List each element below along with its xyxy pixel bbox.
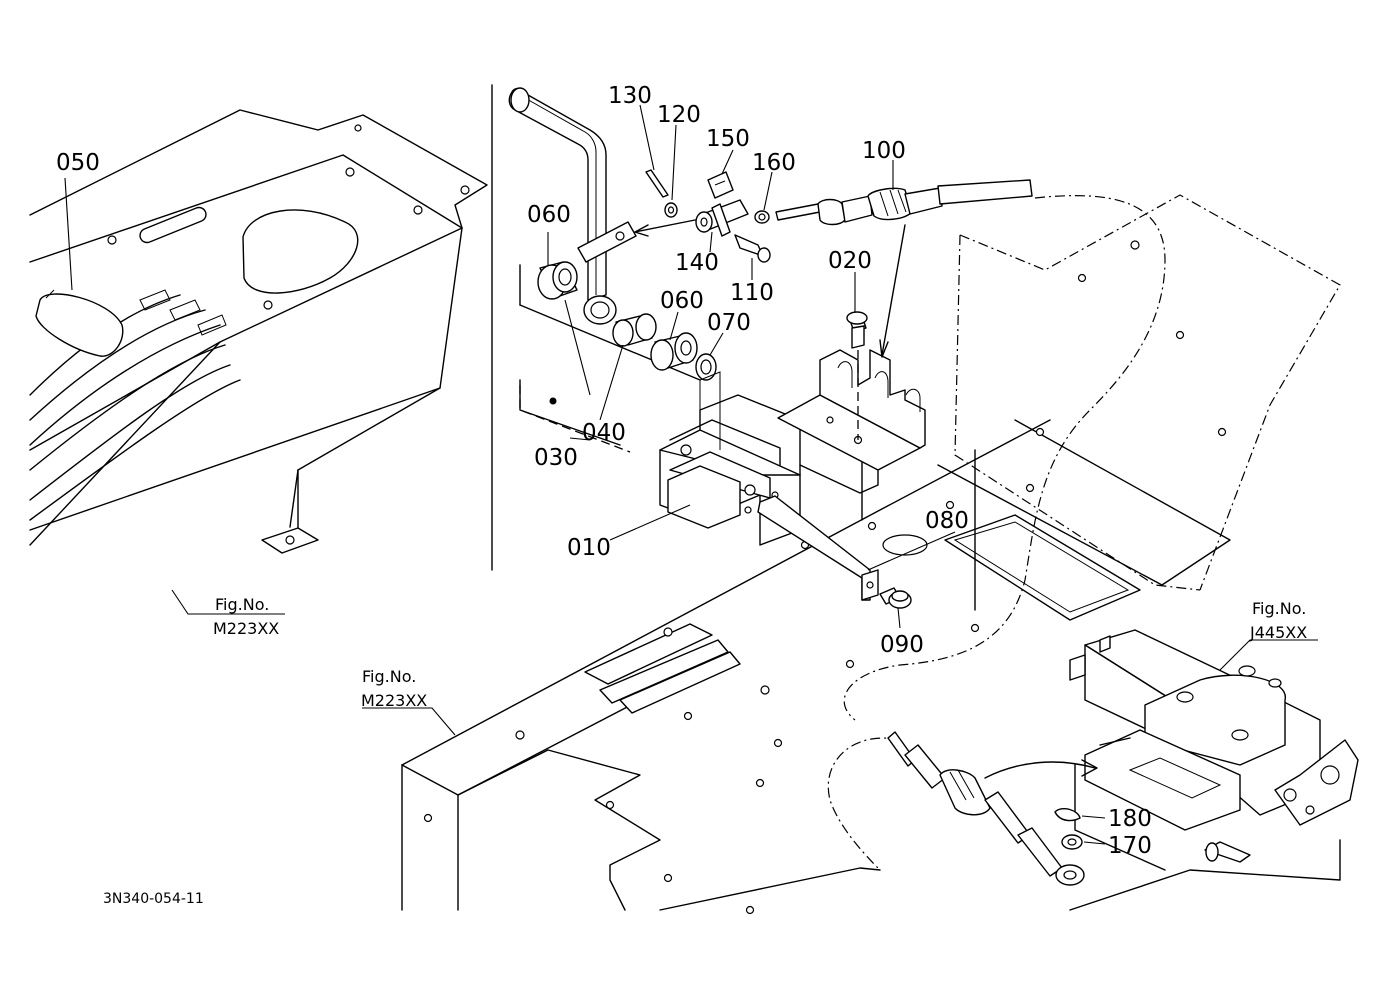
right-mount-plate <box>882 194 1341 621</box>
fig-ref-left-line1: Fig.No. <box>215 595 269 614</box>
label-060-left: 060 <box>527 202 571 228</box>
label-120: 120 <box>657 102 701 128</box>
cable-bracket <box>777 349 926 494</box>
label-050: 050 <box>56 150 100 176</box>
shift-lever <box>508 87 637 325</box>
fig-ref-right-line2: J445XX <box>1249 623 1307 642</box>
center-floor-panel <box>401 419 1051 915</box>
label-010: 010 <box>567 535 611 561</box>
fig-ref-center-line2: M223XX <box>361 691 427 710</box>
bolt-090 <box>879 587 912 609</box>
bushing-060-right <box>650 332 698 371</box>
label-140: 140 <box>675 250 719 276</box>
label-180: 180 <box>1108 806 1152 832</box>
fig-ref-center-line1: Fig.No. <box>362 667 416 686</box>
label-040: 040 <box>582 420 626 446</box>
drawing-code: 3N340-054-11 <box>103 891 204 907</box>
fig-ref-right-line1: Fig.No. <box>1252 599 1306 618</box>
label-060-right: 060 <box>660 288 704 314</box>
figure-references: Fig.No. M223XX Fig.No. M223XX Fig.No. J4… <box>213 595 1307 710</box>
rod-080 <box>757 495 879 601</box>
label-160: 160 <box>752 150 796 176</box>
cable-100-lower-end <box>887 731 1085 886</box>
bushing-060-left <box>537 261 578 300</box>
detail-dot <box>549 397 557 405</box>
control-cable-path <box>827 195 1166 871</box>
bolt-020 <box>846 311 868 440</box>
clevis-assembly <box>634 169 771 263</box>
label-030: 030 <box>534 445 578 471</box>
label-070: 070 <box>707 310 751 336</box>
label-020: 020 <box>828 248 872 274</box>
label-110: 110 <box>730 280 774 306</box>
left-floor-panel <box>29 109 488 554</box>
collar-040 <box>612 313 657 347</box>
hydraulic-unit <box>984 629 1359 911</box>
cable-100-upper-end <box>775 179 1033 358</box>
label-150: 150 <box>706 126 750 152</box>
leader-lines <box>64 104 1318 845</box>
part-labels: 010 020 030 040 050 060 060 070 080 090 … <box>56 83 1152 859</box>
label-100: 100 <box>862 138 906 164</box>
label-170: 170 <box>1108 833 1152 859</box>
label-090: 090 <box>880 632 924 658</box>
washer-070 <box>695 353 717 381</box>
bracket-010 <box>659 371 801 546</box>
label-080: 080 <box>925 508 969 534</box>
label-130: 130 <box>608 83 652 109</box>
fig-ref-left-line2: M223XX <box>213 619 279 638</box>
